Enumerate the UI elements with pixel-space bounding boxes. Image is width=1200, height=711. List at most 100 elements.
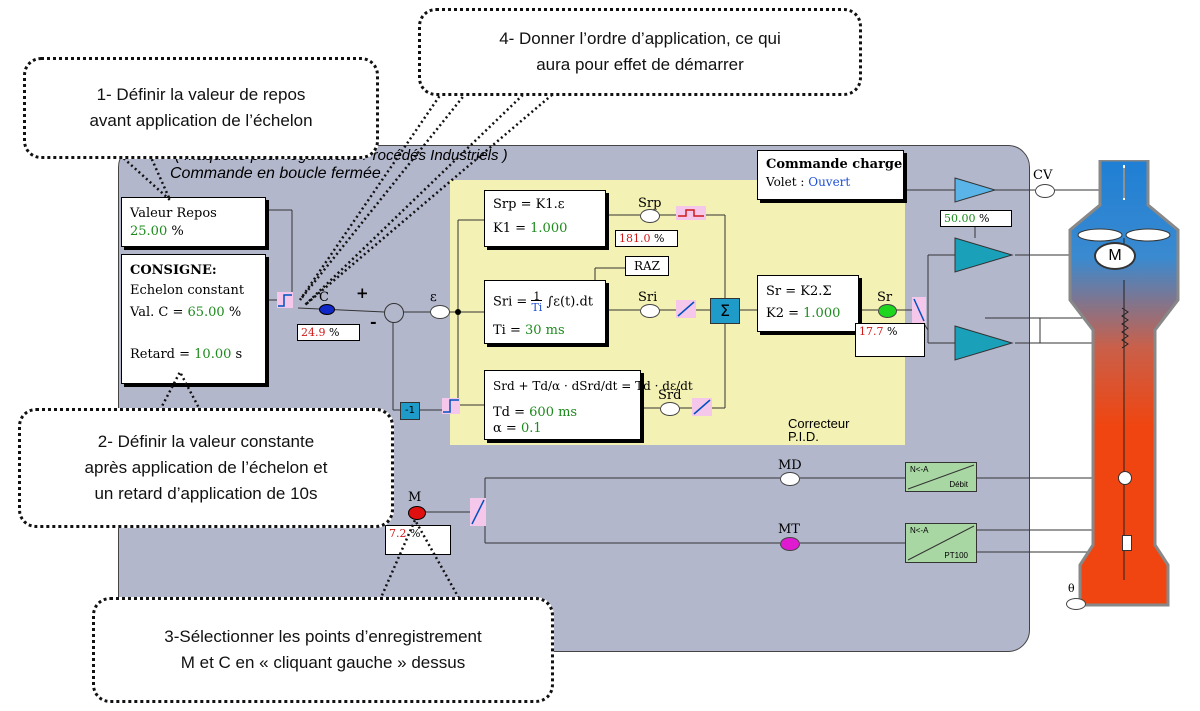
d-switch-icon [693,399,711,415]
sri-label: Sri [638,290,658,305]
feedback-step[interactable] [442,398,460,414]
k1-value[interactable]: 1.000 [530,221,568,236]
td-label: Td = [493,405,530,420]
sr-point[interactable] [878,304,897,318]
panel-subtitle: Commande en boucle fermée [170,165,381,182]
sri-point[interactable] [640,304,660,318]
retard-label: Retard = [130,347,195,362]
sri-formula-lhs: Sri = [493,294,528,310]
sr-block[interactable]: Sr = K2.Σ K2 = 1.000 [757,275,859,332]
commande-charge-block[interactable]: Commande charge Volet : Ouvert [757,150,904,200]
callout-4-line1: 4- Donner l’ordre d’application, ce qui [499,29,781,48]
volet-pct-value: 50.00 [944,212,976,225]
callout-1-line2: avant application de l’échelon [89,111,313,130]
repos-value: 25.00 [130,224,168,239]
k1-label: K1 = [493,221,531,236]
branch-dot [455,309,461,315]
step-switch[interactable] [277,292,293,308]
motor-amplifier-icon [954,237,1014,273]
consigne-block[interactable]: CONSIGNE: Echelon constant Val. C = 65.0… [121,254,266,384]
m-switch-icon [471,499,485,525]
m-value: 7.2 [389,527,407,540]
srd-point[interactable] [660,402,680,416]
step-icon [278,294,292,307]
cv-label: CV [1033,168,1053,183]
c-value-box: 24.9 % [297,324,360,341]
sr-value-box: 17.7 % [855,323,925,357]
i-switch-icon [677,301,695,317]
cv-point[interactable] [1035,184,1055,198]
srp-label: Srp [638,196,662,211]
callout-2-line1: 2- Définir la valeur constante [97,432,315,451]
volet-amplifier-icon [954,177,997,203]
md-label: MD [778,458,802,473]
sigma-block: Σ [710,298,740,324]
volet-value[interactable]: Ouvert [808,175,851,189]
minus-sign: - [370,312,377,331]
consigne-title: CONSIGNE: [130,263,217,278]
callout-3-line2: M et C en « cliquant gauche » dessus [180,653,466,672]
callout-3: 3-Sélectionner les points d’enregistreme… [92,597,554,703]
p-switch-icon [678,209,704,217]
callout-4: 4- Donner l’ordre d’application, ce qui … [418,8,862,96]
pt100-sensor-range: N<-A [910,526,929,535]
feedback-step-icon [443,399,459,413]
repos-block[interactable]: Valeur Repos 25.00 % [121,197,266,247]
valc-unit: % [224,305,242,320]
callout-1-line1: 1- Définir la valeur de repos [96,85,306,104]
repos-unit: % [171,224,184,239]
pt100-sensor-name: PT100 [944,551,968,560]
inverter-block: -1 [400,402,420,420]
td-value[interactable]: 600 ms [529,405,578,420]
valc-value[interactable]: 65.00 [187,305,225,320]
callout-2-line2: après application de l’échelon et [84,458,328,477]
k2-value[interactable]: 1.000 [803,306,841,321]
ti-label: Ti = [493,323,525,338]
motor[interactable]: M [1094,242,1136,270]
debit-sensor-name: Débit [949,480,968,489]
srp-point[interactable] [640,209,660,223]
md-point[interactable] [780,472,800,486]
callout-1: 1- Définir la valeur de repos avant appl… [23,57,379,159]
commande-charge-title: Commande charge [766,157,903,172]
valc-label: Val. C = [130,305,188,320]
plus-sign: + [356,284,369,302]
m-record-point[interactable] [408,506,426,520]
c-label: C [319,290,329,305]
srd-formula: Srd + Td/α · dSrd/dt = Td · dε/dt [493,379,693,393]
repos-label: Valeur Repos [130,206,217,221]
ti-value[interactable]: 30 ms [525,323,565,338]
sr-switch-icon [913,298,925,322]
callout-2-line3: un retard d’application de 10s [94,484,318,503]
d-block[interactable]: Srd + Td/α · dSrd/dt = Td · dε/dt Td = 6… [484,370,693,440]
callout-3-line1: 3-Sélectionner les points d’enregistreme… [164,627,482,646]
alpha-label: α = [493,421,521,436]
alpha-value[interactable]: 0.1 [520,421,542,436]
theta-label: θ [1068,582,1075,595]
sr-unit: % [887,325,898,338]
raz-button[interactable]: RAZ [625,256,669,276]
epsilon-point[interactable] [430,305,450,319]
callout-4-line2: aura pour effet de démarrer [536,55,744,74]
callout-2: 2- Définir la valeur constante après app… [18,408,394,528]
process-column [1068,160,1180,607]
heater-amplifier-icon [954,325,1014,361]
debit-sensor-point [1118,471,1132,485]
volet-pct-box: 50.00 % [940,210,1012,227]
srd-label: Srd [658,388,682,403]
srp-value: 181.0 [619,232,651,245]
retard-value[interactable]: 10.00 [194,347,232,362]
consigne-mode: Echelon constant [130,283,245,298]
mt-point[interactable] [780,537,800,551]
c-unit: % [329,326,340,339]
srp-value-box: 181.0 % [615,230,678,247]
p-block[interactable]: Srp = K1.ε K1 = 1.000 [484,190,606,247]
srp-unit: % [654,232,665,245]
c-record-point[interactable] [319,304,335,315]
k2-label: K2 = [766,306,804,321]
theta-point[interactable] [1066,598,1086,610]
pt100-sensor: N<-A PT100 [905,523,977,563]
